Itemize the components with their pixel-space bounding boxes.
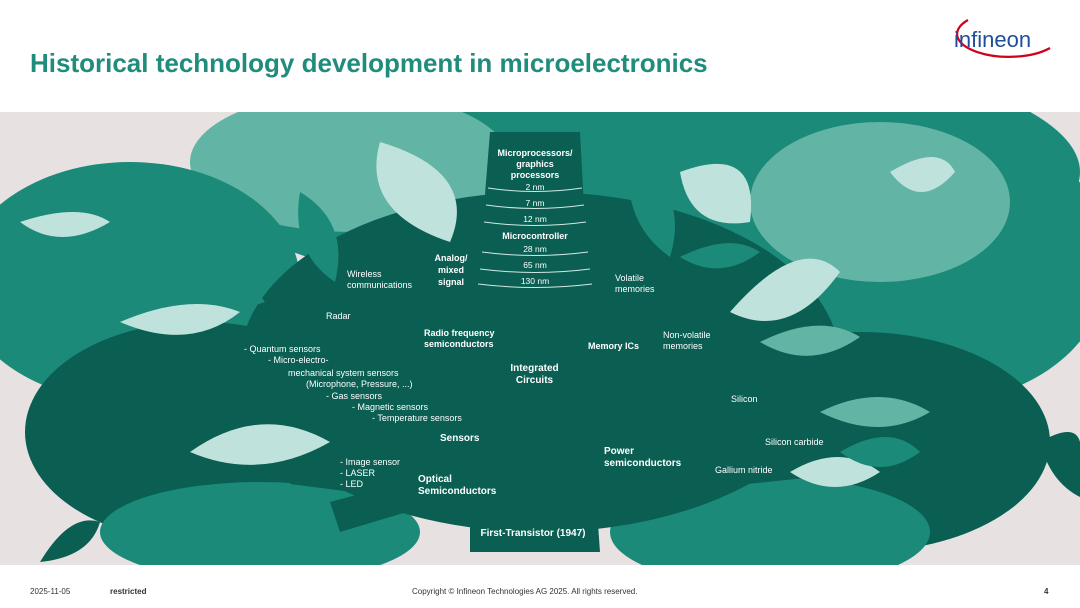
first-transistor-label: First-Transistor (1947)	[480, 528, 586, 539]
radar-label: Radar	[326, 311, 351, 321]
sensor-item-quantum: - Quantum sensors	[244, 344, 321, 354]
node-65nm: 65 nm	[523, 260, 547, 270]
sensor-item-mems-cont: mechanical system sensors	[288, 368, 399, 378]
node-28nm: 28 nm	[523, 244, 547, 254]
sensor-item-mems: - Micro-electro-	[268, 355, 329, 365]
power-semiconductors-label: Power semiconductors	[604, 446, 682, 469]
radio-frequency-label: Radio frequency semiconductors	[424, 328, 495, 349]
power-item-gallium-nitride: Gallium nitride	[715, 465, 773, 475]
microcontroller-label: Microcontroller	[502, 231, 568, 241]
optical-semiconductors-label: Optical Semiconductors	[418, 474, 497, 497]
slide-title: Historical technology development in mic…	[30, 48, 708, 78]
footer-page-number: 4	[1044, 587, 1049, 596]
integrated-circuits-label: Integrated Circuits	[510, 363, 559, 386]
sensor-item-magnetic: - Magnetic sensors	[352, 402, 429, 412]
sensor-item-temperature: - Temperature sensors	[372, 413, 462, 423]
memory-ics-label: Memory ICs	[588, 341, 640, 351]
sensor-item-gas: - Gas sensors	[326, 391, 383, 401]
volatile-memories-label: Volatile memories	[615, 273, 655, 294]
non-volatile-memories-label: Non-volatile memories	[663, 330, 711, 351]
power-item-silicon: Silicon	[731, 394, 758, 404]
sensor-item-mems-examples: (Microphone, Pressure, ...)	[306, 379, 413, 389]
footer-classification: restricted	[110, 587, 147, 596]
node-7nm: 7 nm	[525, 198, 545, 208]
node-2nm: 2 nm	[525, 182, 545, 192]
analog-mixed-signal-label: Analog/ mixed signal	[434, 253, 468, 287]
microprocessors-label: Microprocessors/ graphics processors	[497, 148, 573, 180]
optical-item-led: - LED	[340, 479, 364, 489]
logo-arc	[956, 19, 1051, 58]
process-node-funnel	[478, 132, 588, 282]
branches	[290, 282, 950, 552]
wireless-communications-label: Wireless communications	[347, 269, 413, 290]
slide-footer: 2025-11-05 restricted Copyright © Infine…	[0, 565, 1080, 608]
footer-copyright: Copyright © Infineon Technologies AG 202…	[412, 587, 638, 596]
node-12nm: 12 nm	[523, 214, 547, 224]
optical-item-image-sensor: - Image sensor	[340, 457, 401, 467]
process-node-rings	[477, 187, 593, 288]
footer-date: 2025-11-05	[30, 587, 71, 596]
logo-text: infineon	[954, 27, 1031, 52]
technology-tree-diagram: Microprocessors/ graphics processors 2 n…	[0, 112, 1080, 565]
power-item-silicon-carbide: Silicon carbide	[765, 437, 824, 447]
leaves	[15, 142, 1080, 562]
tree-artwork	[0, 112, 1080, 565]
infineon-logo: infineon	[954, 19, 1051, 58]
node-130nm: 130 nm	[520, 276, 550, 286]
optical-item-laser: - LASER	[340, 468, 376, 478]
sensors-label: Sensors	[440, 433, 480, 444]
